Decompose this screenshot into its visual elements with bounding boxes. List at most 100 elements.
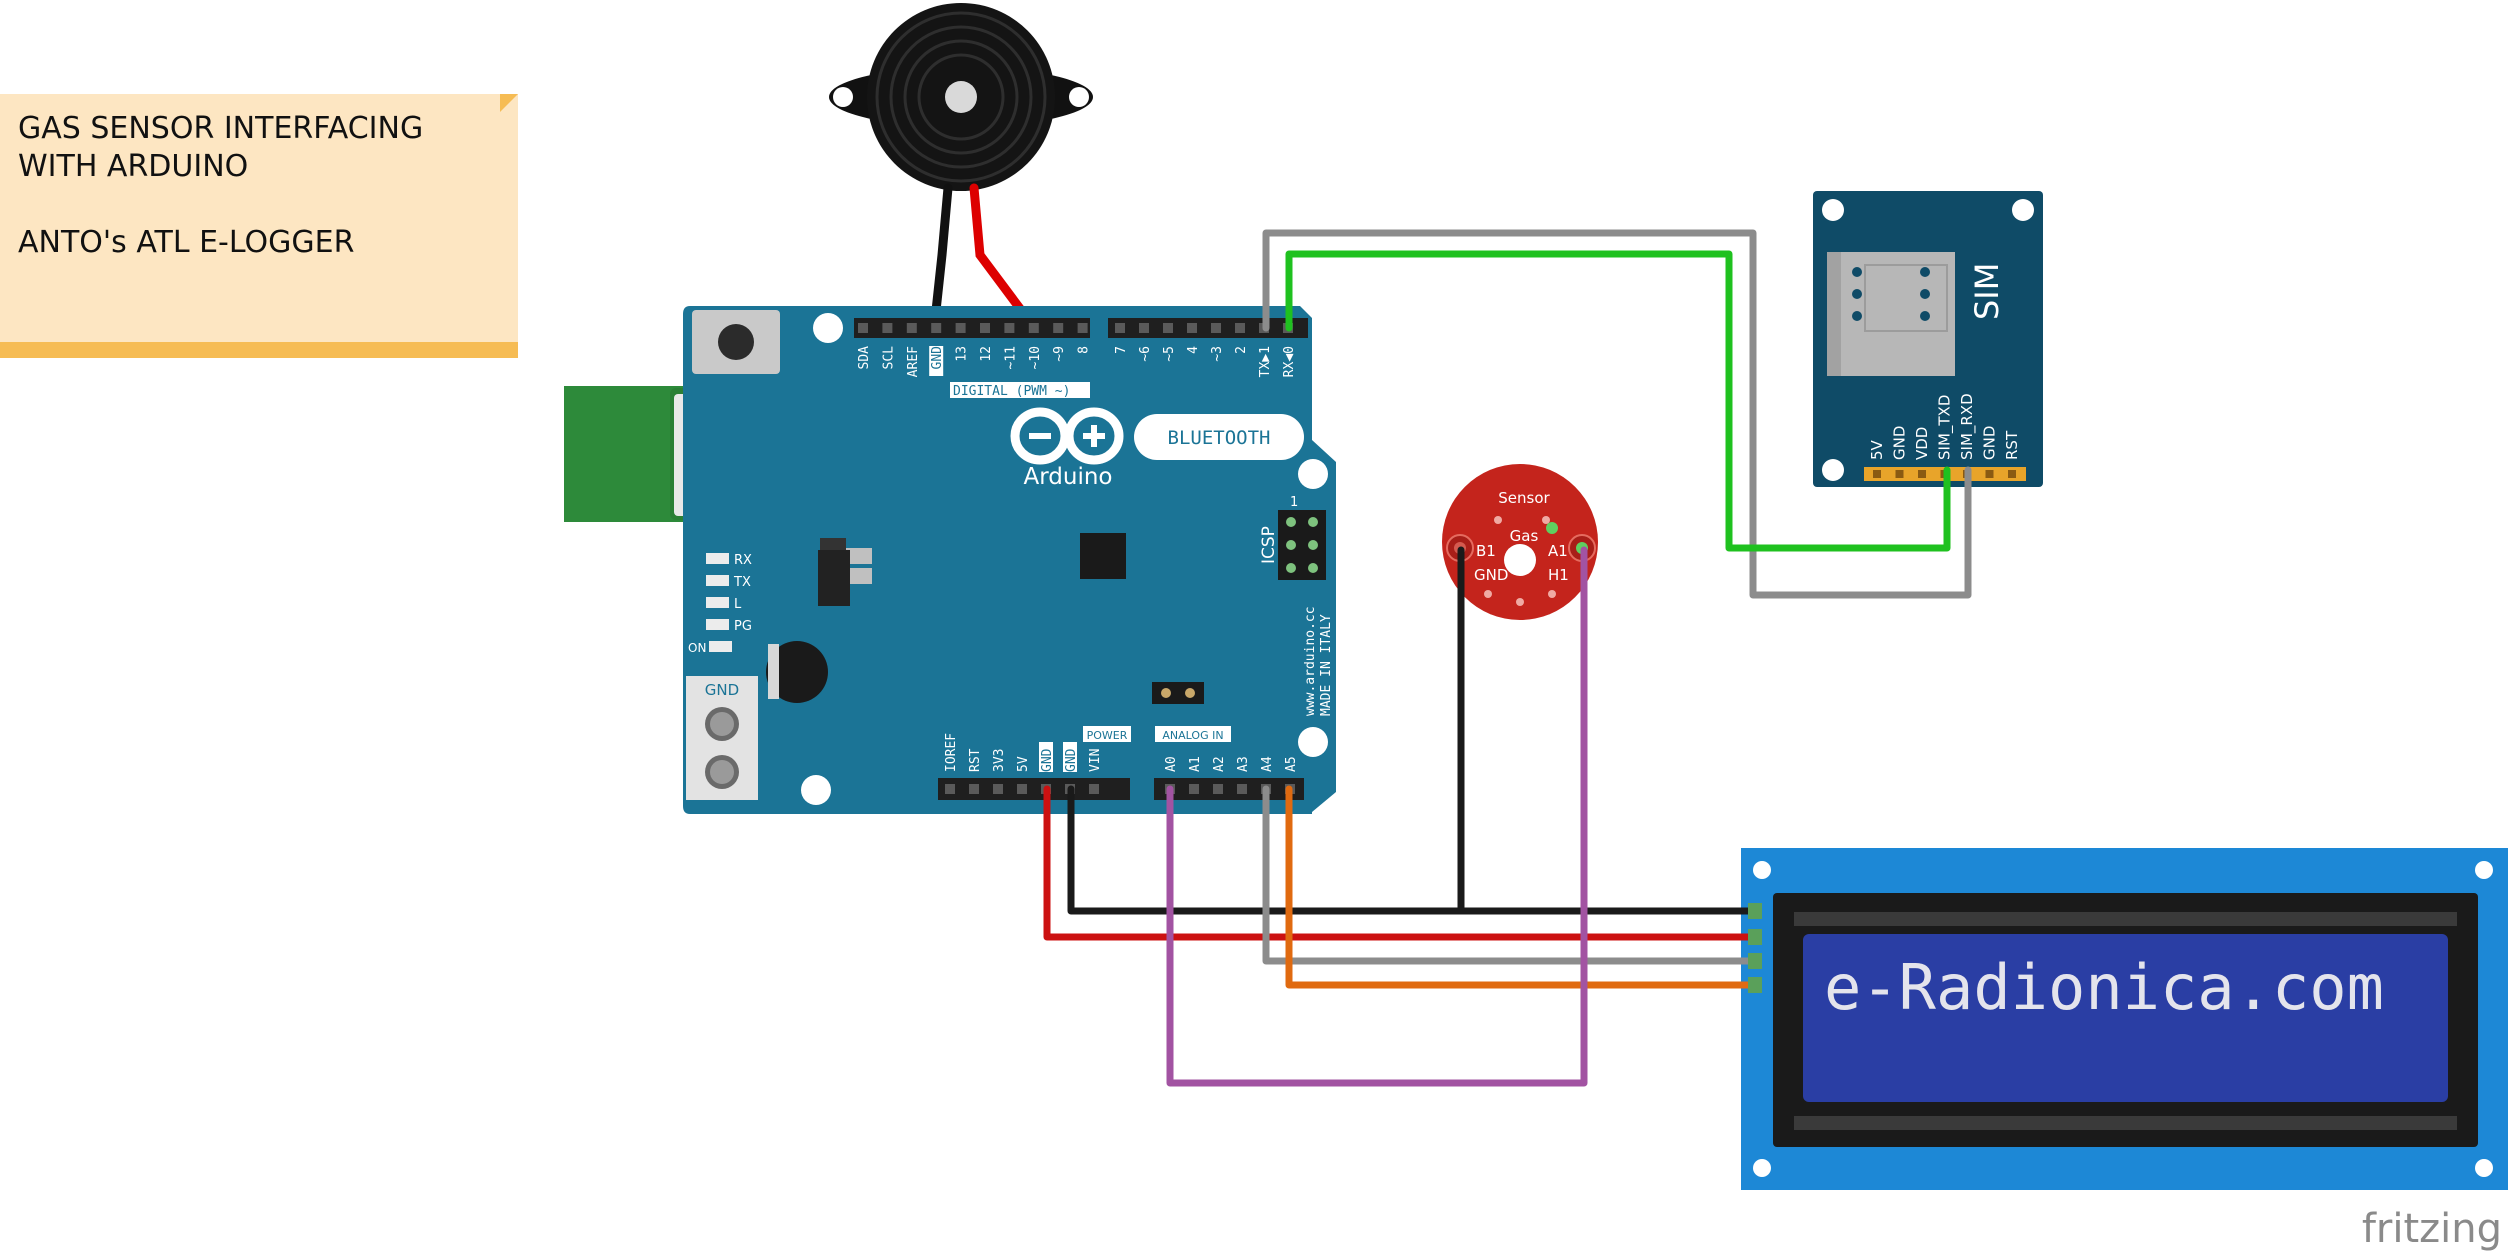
header-pin [1235, 323, 1245, 333]
header-pin [931, 323, 942, 333]
sim-pin-label: SIM_TXD [1936, 395, 1955, 460]
header-pin [858, 323, 868, 333]
header-pin [1053, 323, 1064, 333]
gas-sensor[interactable]: Sensor Gas B1 GND A1 H1 [1442, 464, 1598, 620]
header-pin [1004, 323, 1015, 333]
pin-label: RX◀0 [1282, 346, 1297, 377]
header-pin [993, 784, 1003, 794]
header-pin [1017, 784, 1027, 794]
voltage-regulator [818, 538, 872, 606]
pin-label: GND [930, 346, 945, 370]
sim-pin-label: GND [1981, 426, 1999, 460]
screw-terminal: GND [686, 676, 758, 800]
sim-pin-pad [1873, 470, 1881, 478]
led-label-on: ON [688, 641, 706, 655]
header-pin [1089, 784, 1099, 794]
pin-label: ~11 [1003, 346, 1018, 369]
pin-label: AREF [906, 346, 921, 377]
header-pin [882, 323, 893, 333]
piezo-buzzer[interactable] [829, 3, 1093, 327]
sensor-label-2: Gas [1510, 527, 1539, 545]
pin-label: 8 [1077, 346, 1092, 354]
bluetooth-badge [1134, 414, 1304, 460]
wire-red-5v [1043, 785, 1760, 941]
sim-title: SIM [1968, 263, 2006, 320]
pin-label: SCL [881, 346, 896, 370]
pin-label: A0 [1164, 756, 1179, 772]
lcd-display[interactable]: e-Radionica.com [1741, 848, 2508, 1190]
sim-pin-label: SIM_RXD [1958, 393, 1977, 460]
header-pin [1077, 323, 1088, 333]
header-pin [906, 323, 917, 333]
digital-header-right [1108, 318, 1308, 338]
power-label: POWER [1087, 729, 1128, 742]
jumper [1152, 682, 1204, 704]
arduino-logo: Arduino [1010, 407, 1124, 490]
pin-label: GND [1064, 748, 1079, 772]
note-line-3: ANTO's ATL E-LOGGER [18, 225, 355, 260]
reset-button-cap [718, 324, 754, 360]
pin-label: ~10 [1028, 346, 1043, 369]
sim-pin-pad [1918, 470, 1926, 478]
header-pin [1237, 784, 1247, 794]
sensor-label-1: Sensor [1498, 489, 1550, 507]
header-pin [1189, 784, 1199, 794]
icsp-header: 1 ICSP [1259, 495, 1326, 580]
title-note: GAS SENSOR INTERFACING WITH ARDUINO ANTO… [0, 94, 518, 358]
sim-pin-pad [2008, 470, 2016, 478]
wire-black-gnd [1067, 785, 1760, 915]
header-pin [1139, 323, 1149, 333]
pin-label: TX▶1 [1258, 346, 1273, 377]
pin-label-highlight [929, 346, 944, 376]
pin-label: ~5 [1162, 346, 1177, 362]
header-pin [1115, 323, 1125, 333]
sim-pin-label: 5V [1868, 439, 1886, 460]
wire-green-rx [1285, 250, 1951, 552]
header-pin [1187, 323, 1197, 333]
wire-gray-tx [1262, 229, 1972, 599]
pin-label: VIN [1088, 749, 1103, 772]
sim-pin-label: VDD [1913, 427, 1931, 460]
arduino-logo-text: Arduino [1023, 464, 1112, 490]
led-label-pg: PG [734, 619, 752, 634]
wire-gray-a4 [1262, 785, 1760, 965]
header-pin [955, 323, 966, 333]
fritzing-watermark: fritzing [2361, 1206, 2502, 1252]
terminal-label: GND [705, 681, 739, 699]
header-pin [945, 784, 955, 794]
sim-pin-pad [1985, 470, 1994, 478]
led-label-l: L [734, 597, 742, 612]
sensor-pin-b1: B1 [1476, 542, 1496, 560]
sensor-pin-a1: A1 [1548, 542, 1568, 560]
wires [1043, 229, 1972, 1087]
pin-label: A4 [1260, 756, 1275, 772]
status-leds: RX TX L PG ON [688, 553, 752, 655]
pin-label: ~3 [1210, 346, 1225, 362]
pin-label: 13 [955, 346, 970, 362]
header-pin [1163, 323, 1173, 333]
note-fold-corner [500, 94, 518, 112]
pin-label: ~9 [1052, 346, 1067, 362]
arduino-board[interactable]: RX TX L PG ON GND Arduino BLUETOOTH [683, 306, 1336, 814]
capacitor [766, 641, 828, 703]
bluetooth-badge-text: BLUETOOTH [1168, 427, 1271, 449]
pin-label-highlight [1039, 742, 1053, 772]
sim-pin-label: GND [1891, 426, 1909, 460]
pin-label: GND [1040, 748, 1055, 772]
pin-label: 4 [1186, 346, 1201, 354]
pin-label: 7 [1114, 346, 1129, 354]
header-pin [969, 784, 979, 794]
lcd-text: e-Radionica.com [1824, 951, 2384, 1024]
pin-label: A2 [1212, 756, 1227, 772]
sim-pin-pad [1895, 470, 1904, 478]
icsp-pin-1: 1 [1290, 495, 1298, 510]
sim-pin-label: RST [2003, 430, 2021, 460]
header-pin [1213, 784, 1223, 794]
sensor-pin-h1: H1 [1548, 566, 1569, 584]
wire-purple-a0 [1166, 546, 1588, 1087]
pin-label: A1 [1188, 756, 1203, 772]
